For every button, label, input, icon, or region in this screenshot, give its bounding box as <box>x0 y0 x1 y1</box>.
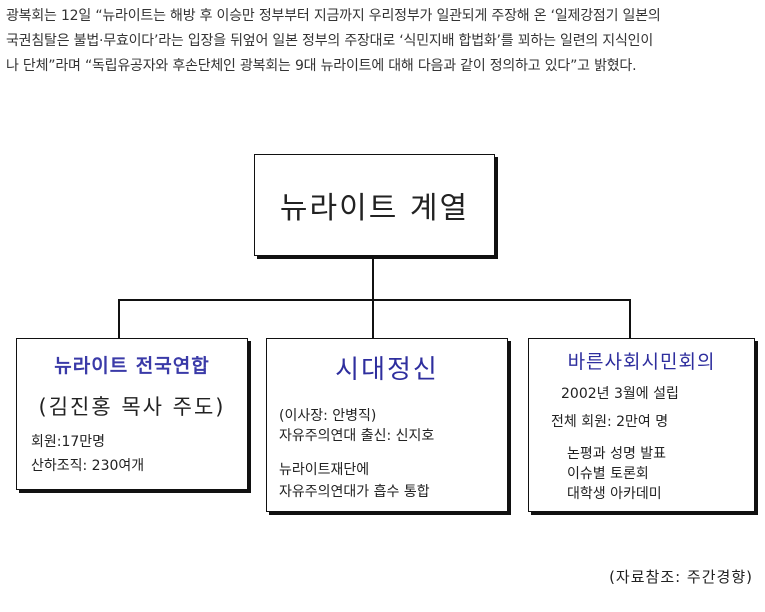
intro-line: 광복회는 12일 “뉴라이트는 해방 후 이승만 정부부터 지금까지 우리정부가… <box>6 8 661 24</box>
child-detail: 대학생 아카데미 <box>567 486 662 502</box>
child-detail: 회원:17만명 <box>31 434 106 450</box>
child-node-bareun-sahoe: 바른사회시민회의 2002년 3월에 설립 전체 회원: 2만여 명 논평과 성… <box>528 338 755 512</box>
child-detail: 2002년 3월에 설립 <box>561 386 679 402</box>
child-detail: (이사장: 안병직) <box>279 408 377 424</box>
child-subtitle: (김진홍 목사 주도) <box>38 395 226 419</box>
child-detail: 뉴라이트재단에 <box>279 462 370 478</box>
root-title: 뉴라이트 계열 <box>279 191 470 226</box>
child-detail: 자유주의연대 출신: 신지호 <box>279 428 435 444</box>
child-node-sidae-jeongsin: 시대정신 (이사장: 안병직) 자유주의연대 출신: 신지호 뉴라이트재단에 자… <box>266 338 508 512</box>
child-detail: 자유주의연대가 흡수 통합 <box>279 484 430 500</box>
child-detail: 논평과 성명 발표 <box>567 446 667 462</box>
root-node: 뉴라이트 계열 <box>254 154 495 256</box>
child-node-newright-union: 뉴라이트 전국연합 (김진홍 목사 주도) 회원:17만명 산하조직: 230여… <box>16 338 248 490</box>
source-credit: (자료참조: 주간경향) <box>609 568 753 586</box>
intro-paragraph: 광복회는 12일 “뉴라이트는 해방 후 이승만 정부부터 지금까지 우리정부가… <box>6 4 761 79</box>
child-title: 시대정신 <box>335 355 439 385</box>
connector-root-stem <box>372 256 374 300</box>
intro-line: 국권침탈은 불법·무효이다’라는 입장을 뒤엎어 일본 정부의 주장대로 ‘식민… <box>6 33 654 49</box>
child-title: 바른사회시민회의 <box>567 351 716 373</box>
child-detail: 이슈별 토론회 <box>567 466 649 482</box>
intro-line: 나 단체”라며 “독립유공자와 후손단체인 광복회는 9대 뉴라이트에 대해 다… <box>6 58 637 74</box>
connector-left-drop <box>118 299 120 338</box>
connector-middle-drop <box>372 299 374 338</box>
child-detail: 산하조직: 230여개 <box>31 458 145 474</box>
child-title: 뉴라이트 전국연합 <box>54 355 210 377</box>
connector-right-drop <box>629 299 631 338</box>
child-detail: 전체 회원: 2만여 명 <box>551 414 669 430</box>
connector-horizontal <box>118 299 631 301</box>
